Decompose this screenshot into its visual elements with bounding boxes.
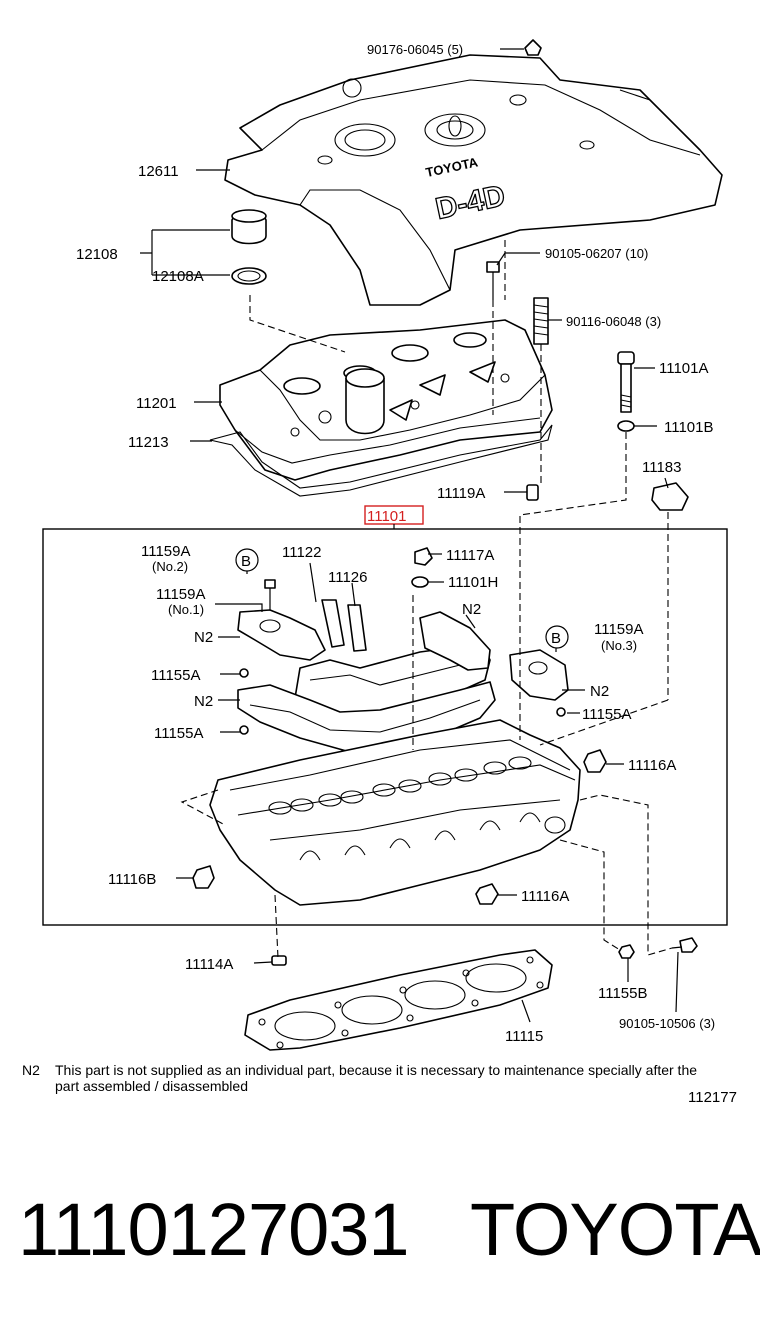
label-11155B: 11155B bbox=[598, 985, 648, 1002]
circle-markers: B B bbox=[235, 548, 569, 649]
label-11119A: 11119A bbox=[437, 485, 485, 502]
marker-b-1: B bbox=[241, 553, 251, 570]
oil-cap-drawing bbox=[231, 209, 267, 285]
label-11183: 11183 bbox=[642, 459, 682, 476]
brand-name: TOYOTA bbox=[470, 1188, 760, 1271]
label-11115: 11115 bbox=[505, 1028, 543, 1045]
label-n2-b: N2 bbox=[194, 629, 213, 646]
part-labels: 90176-06045 (5) 12611 12108 12108A 90105… bbox=[76, 42, 715, 1045]
label-90105-06207: 90105-06207 (10) bbox=[545, 246, 648, 261]
label-12108: 12108 bbox=[76, 246, 118, 263]
label-n2-c: N2 bbox=[590, 683, 609, 700]
label-11101H: 11101H bbox=[448, 574, 498, 591]
label-11114A: 11114A bbox=[185, 956, 233, 973]
label-11159A-no2: 11159A bbox=[141, 543, 191, 560]
label-11117A: 11117A bbox=[446, 547, 494, 564]
label-no1: (No.1) bbox=[168, 602, 204, 617]
fastener-drawings bbox=[486, 261, 689, 511]
label-no2: (No.2) bbox=[152, 559, 188, 574]
assembly-drawings bbox=[192, 547, 698, 1051]
footnote-key: N2 bbox=[22, 1062, 40, 1078]
label-n2-d: N2 bbox=[194, 693, 213, 710]
illustration-reference-number: 112177 bbox=[688, 1089, 737, 1106]
leader-dashes-upper bbox=[249, 240, 669, 700]
label-11201: 11201 bbox=[136, 395, 177, 412]
label-12611: 12611 bbox=[138, 163, 179, 180]
assembly-box bbox=[42, 528, 728, 926]
head-cover-drawing bbox=[209, 319, 553, 497]
label-11155A-b: 11155A bbox=[582, 706, 632, 723]
label-11101A: 11101A bbox=[659, 360, 709, 377]
label-11101: 11101 bbox=[367, 508, 407, 525]
engine-cover-drawing: TOYOTA D-4D bbox=[224, 39, 723, 306]
label-11116A-b: 11116A bbox=[521, 888, 569, 905]
label-11122: 11122 bbox=[282, 544, 322, 561]
label-12108A: 12108A bbox=[152, 268, 204, 285]
marker-b-2: B bbox=[551, 630, 561, 647]
label-n2-a: N2 bbox=[462, 601, 481, 618]
parts-diagram: TOYOTA D-4D bbox=[42, 39, 728, 1051]
label-11159A-no3: 11159A bbox=[594, 621, 644, 638]
leader-dashes-lower bbox=[180, 560, 673, 959]
label-90116-06048: 90116-06048 (3) bbox=[566, 314, 661, 329]
leader-lines bbox=[140, 48, 679, 1023]
label-11159A-no1: 11159A bbox=[156, 586, 206, 603]
label-90176-06045: 90176-06045 (5) bbox=[367, 42, 463, 57]
label-11213: 11213 bbox=[128, 434, 169, 451]
label-11116B: 11116B bbox=[108, 871, 156, 888]
label-11101B: 11101B bbox=[664, 419, 714, 436]
label-11116A-a: 11116A bbox=[628, 757, 676, 774]
label-11155A-a: 11155A bbox=[151, 667, 201, 684]
footnote-text: This part is not supplied as an individu… bbox=[55, 1062, 698, 1094]
label-no3: (No.3) bbox=[601, 638, 637, 653]
label-90105-10506: 90105-10506 (3) bbox=[619, 1016, 715, 1031]
label-11126: 11126 bbox=[328, 569, 368, 586]
part-number: 1110127031 bbox=[18, 1188, 410, 1271]
label-11155A-c: 11155A bbox=[154, 725, 204, 742]
